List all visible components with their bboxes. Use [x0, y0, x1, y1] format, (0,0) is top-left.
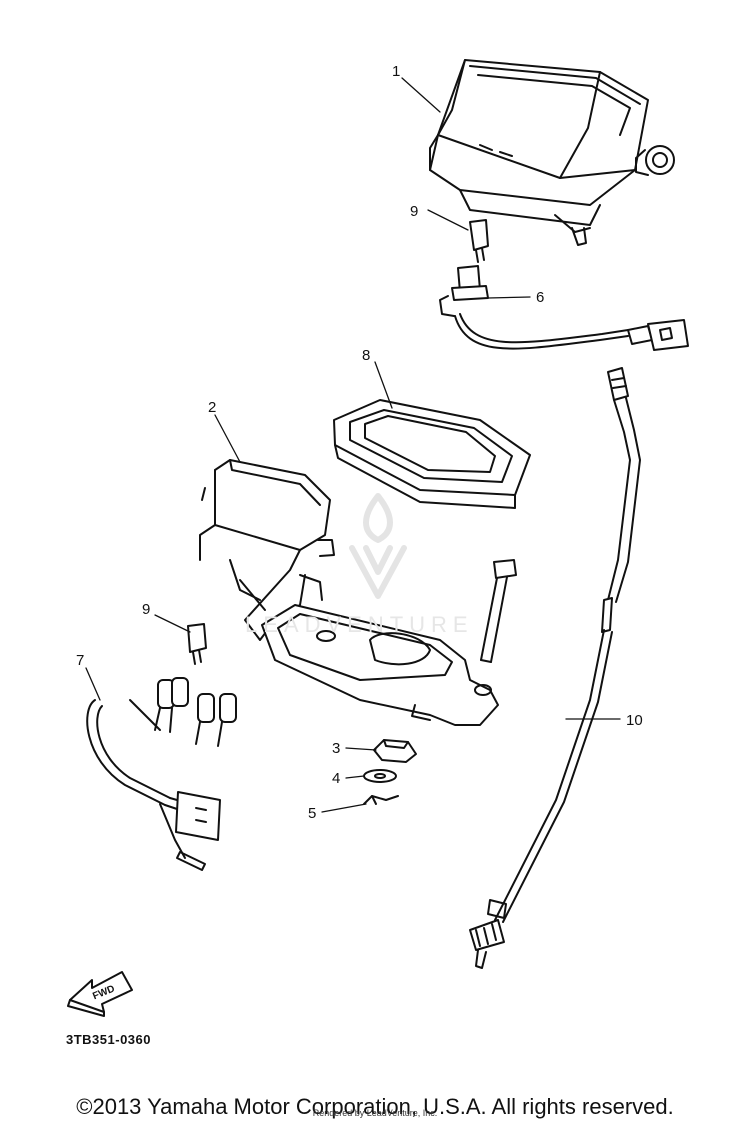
grommet-part-3 [373, 739, 417, 763]
fwd-arrow-icon [67, 971, 133, 1017]
callout-10: 10 [626, 712, 643, 729]
callout-9-upper: 9 [410, 203, 418, 220]
bolt [480, 559, 517, 663]
bulb-part-9-upper [469, 219, 489, 263]
callout-5: 5 [308, 805, 316, 822]
callout-9-lower: 9 [142, 601, 150, 618]
meter-case-part-2 [199, 459, 499, 726]
gasket-part-8 [333, 399, 531, 509]
callout-6: 6 [536, 289, 544, 306]
callout-8: 8 [362, 347, 370, 364]
washer-part-4 [363, 769, 397, 783]
watermark-text: LEADVENTURE [245, 612, 474, 637]
leadventure-watermark-icon [349, 493, 407, 599]
rendered-by-credit: Rendered by LeadVenture, Inc. [312, 1108, 438, 1118]
diagram-code: 3TB351-0360 [66, 1032, 151, 1047]
socket-cord-part-6 [439, 265, 689, 351]
callout-1: 1 [392, 63, 400, 80]
bulb-part-9-lower [187, 623, 207, 665]
callout-3: 3 [332, 740, 340, 757]
callout-7: 7 [76, 652, 84, 669]
copyright-notice: ©2013 Yamaha Motor Corporation, U.S.A. A… [76, 1094, 674, 1119]
speedometer-cable-part-10 [469, 367, 641, 969]
leader-lines [85, 77, 621, 813]
callout-2: 2 [208, 399, 216, 416]
wire-harness-part-7 [86, 677, 237, 871]
callout-4: 4 [332, 770, 340, 787]
meter-assembly-part-1 [429, 59, 675, 246]
clip-part-5 [363, 795, 399, 805]
